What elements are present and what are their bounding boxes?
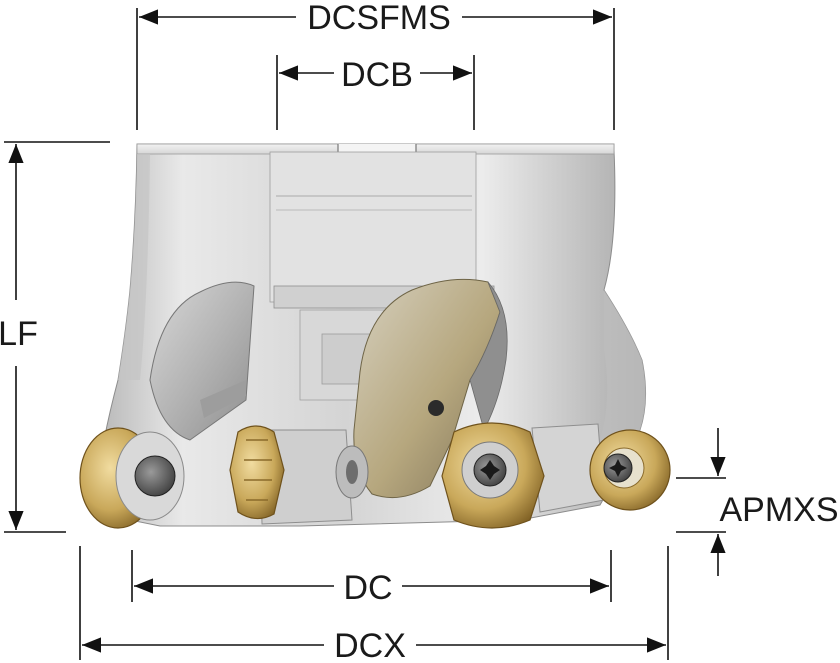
coolant-hole [428,400,444,416]
label-dcb: DCB [341,56,413,94]
insert-center-right [441,422,545,529]
label-dcsfms: DCSFMS [307,0,451,37]
chip-flute-left [149,281,255,441]
chip-flute-center [353,278,508,499]
label-apmxs: APMXS [719,491,838,529]
insert-seats [259,423,605,525]
label-lf: LF [0,315,38,353]
insert-screw-left [134,455,176,497]
dimension-lines [4,8,726,660]
label-dc: DC [343,569,392,607]
insert-left [79,427,185,529]
insert-center-left [229,425,285,520]
label-dcx: DCX [334,627,406,663]
insert-right [589,429,671,511]
hub-panel [269,151,477,303]
